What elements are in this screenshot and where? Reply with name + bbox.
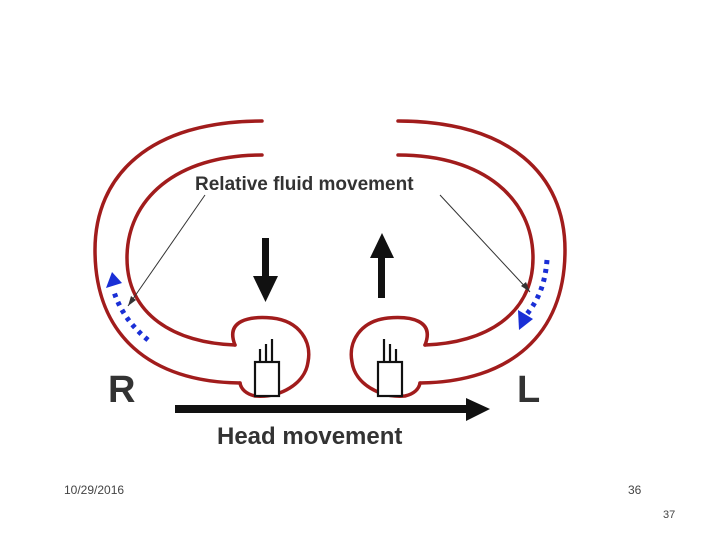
left-ampulla	[349, 315, 429, 398]
leader-arrowhead-right	[128, 296, 136, 306]
down-arrow	[253, 238, 278, 302]
right-side-label: R	[108, 369, 135, 411]
fluid-arrow-right	[111, 291, 150, 342]
left-hair-cell	[376, 339, 404, 398]
date-text: 10/29/2016	[64, 483, 124, 497]
label-leader-lines	[127, 194, 531, 307]
fluid-arrow-left	[525, 259, 550, 316]
left-side-label: L	[517, 369, 540, 411]
slide-number: 37	[663, 509, 675, 521]
right-canal-inner-wall	[125, 153, 264, 347]
head-movement-arrow	[175, 398, 490, 421]
relative-fluid-label: Relative fluid movement	[195, 174, 414, 195]
right-ampulla	[231, 315, 311, 398]
leader-line-left	[439, 194, 531, 293]
fluid-arrowhead-left	[518, 310, 533, 330]
right-canal-outer-wall	[93, 119, 264, 385]
inner-page-number: 36	[628, 483, 642, 497]
leader-line-right	[127, 194, 206, 307]
right-canal	[93, 119, 311, 398]
left-canal	[349, 119, 567, 398]
fluid-arrowhead-right	[106, 272, 122, 288]
left-canal-inner-wall	[396, 153, 535, 347]
left-canal-outer-wall	[396, 119, 567, 385]
up-arrow	[370, 233, 394, 298]
right-hair-cell	[253, 339, 281, 398]
leader-arrowhead-left	[521, 282, 530, 292]
head-movement-label: Head movement	[217, 423, 402, 450]
